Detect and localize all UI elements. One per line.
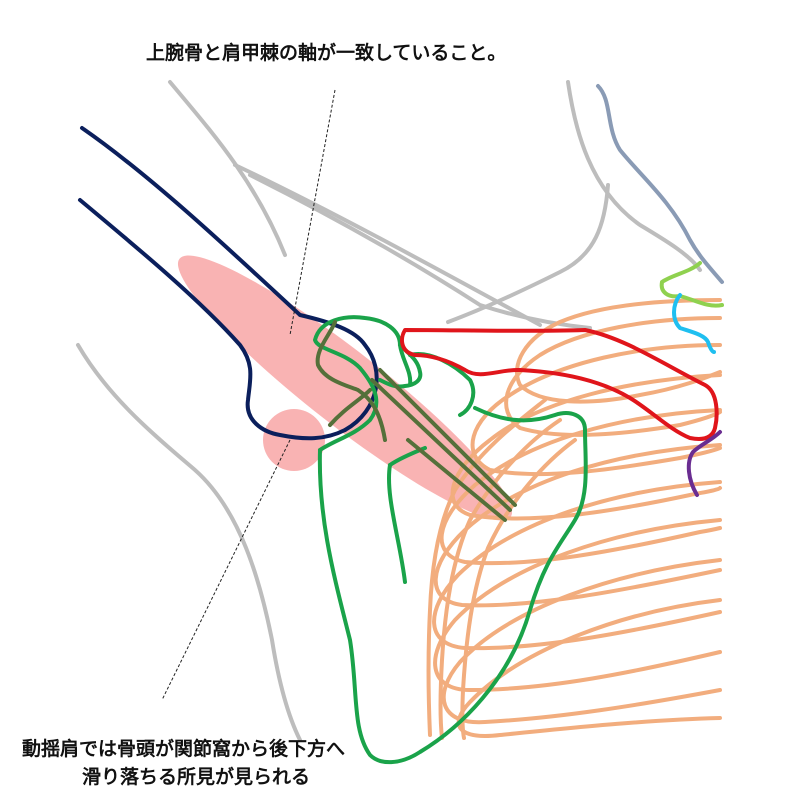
scapula-body xyxy=(317,406,588,765)
spine-line-c xyxy=(328,388,372,427)
rib-arc xyxy=(450,373,722,521)
rib-arc xyxy=(433,518,722,693)
cyan-structure xyxy=(672,293,716,354)
neck-contour-right xyxy=(566,80,702,272)
rib-posterior-arc xyxy=(426,398,547,737)
spine-line-b xyxy=(378,368,517,507)
pointer-line-bottom xyxy=(161,439,291,701)
rib-posterior-arc xyxy=(438,418,562,740)
acromion-lower xyxy=(387,463,407,584)
rib-arc xyxy=(439,408,722,566)
top-caption: 上腕骨と肩甲棘の軸が一致していること。 xyxy=(146,42,507,64)
neck-vessel-line xyxy=(596,84,724,284)
scapular-spine-axis xyxy=(315,320,517,522)
lower-trapezius-line xyxy=(248,173,592,330)
purple-structure xyxy=(686,430,722,497)
spine-lower-edge xyxy=(388,446,427,467)
axis-highlight-ellipse xyxy=(177,255,513,521)
bottom-caption-line-2: 滑り落ちる所見が見られる xyxy=(82,766,311,788)
humeral-head-circle xyxy=(263,409,325,471)
rib-posterior-arc xyxy=(460,438,577,740)
arm-contour xyxy=(76,343,302,742)
bottom-caption-line-1: 動揺肩では骨頭が関節窩から後下方へ xyxy=(22,738,346,760)
posterior-neck-line xyxy=(446,183,610,324)
humerus-lower-shaft xyxy=(78,198,347,441)
spine-line-a xyxy=(370,378,512,512)
light-green-structure xyxy=(659,261,724,308)
neck-contour-left xyxy=(168,80,287,257)
rib-arc xyxy=(470,343,722,477)
rib-arc xyxy=(514,298,722,404)
clavicle-outline xyxy=(400,328,719,441)
body-outline-lines xyxy=(76,80,702,742)
ribcage xyxy=(426,298,722,740)
rib-arc xyxy=(441,558,722,725)
coracoid-process xyxy=(378,343,423,389)
pointer-line-top xyxy=(289,89,336,336)
spine-line-upper xyxy=(315,320,387,442)
spine-line-d xyxy=(406,438,507,522)
